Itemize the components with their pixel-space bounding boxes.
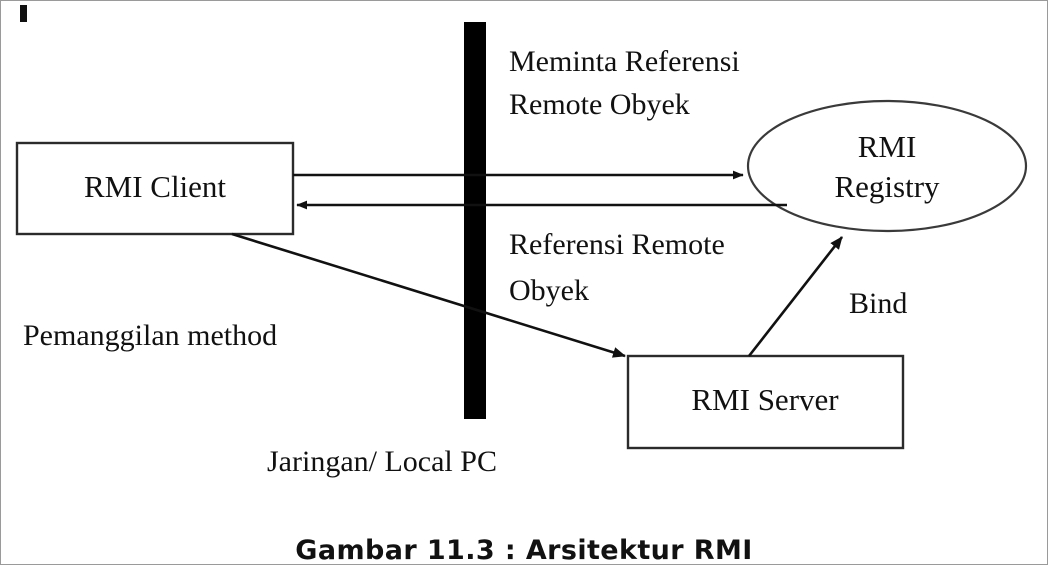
edge-label-request-line2: Remote Obyek [509, 88, 690, 121]
network-bar-label: Jaringan/ Local PC [267, 445, 497, 478]
edge-bind [747, 236, 844, 357]
rmi-server-label: RMI Server [691, 382, 839, 417]
edge-label-return-line2: Obyek [509, 274, 589, 307]
edge-label-bind: Bind [849, 287, 907, 320]
rmi-registry-label-line1: RMI [858, 129, 917, 164]
rmi-server-box[interactable] [626, 354, 905, 450]
edge-method-invocation [231, 232, 626, 358]
rmi-registry-ellipse[interactable] [746, 99, 1028, 233]
rmi-client-box[interactable] [15, 141, 295, 236]
edge-label-method-invocation: Pemanggilan method [23, 319, 277, 352]
network-bar [464, 22, 486, 419]
figure-caption: Gambar 11.3 : Arsitektur RMI [295, 535, 753, 565]
rmi-registry-label-line2: Registry [834, 169, 940, 204]
edge-label-request-line1: Meminta Referensi [509, 45, 740, 78]
rmi-client-label: RMI Client [84, 169, 226, 204]
page-tick-mark [20, 5, 27, 22]
edge-label-return-line1: Referensi Remote [509, 228, 725, 261]
